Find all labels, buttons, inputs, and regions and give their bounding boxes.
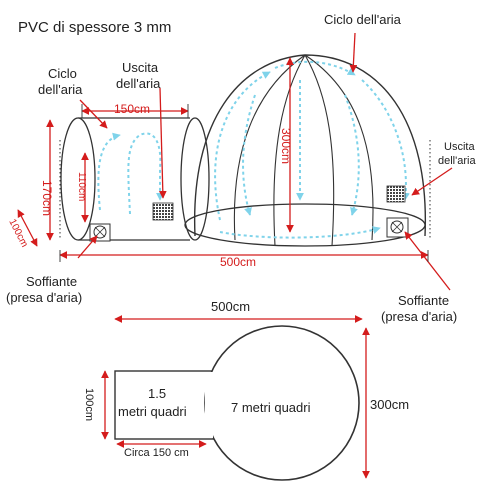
tunnel-height-label: 170cm bbox=[40, 180, 54, 216]
tunnel-side-label: 100cm bbox=[83, 388, 95, 421]
tunnel-floor bbox=[114, 370, 216, 440]
dome-rib-1 bbox=[273, 54, 306, 247]
dome-rib-2 bbox=[304, 54, 335, 247]
air-outlet-left-label-2: dell'aria bbox=[116, 76, 161, 91]
dome-base bbox=[184, 203, 426, 247]
tunnel-depth-label: 100cm bbox=[6, 217, 29, 249]
floor-plan: 500cm 1.5 metri quadri 7 metri quadri 10… bbox=[83, 299, 409, 481]
title: PVC di spessore 3 mm bbox=[18, 19, 171, 36]
tunnel-inner-height-label: 110cm bbox=[76, 172, 87, 201]
dimensions-top bbox=[17, 32, 453, 291]
air-outlet-left-label-1: Uscita bbox=[122, 60, 159, 75]
dome-3d-view: Ciclo dell'aria Ciclo dell'aria Uscita d… bbox=[6, 12, 476, 324]
blower-left bbox=[89, 223, 111, 242]
blower-right bbox=[386, 217, 409, 238]
air-outlet-left bbox=[152, 202, 174, 221]
tunnel-length-label: Circa 150 cm bbox=[124, 447, 189, 459]
airflow-paths bbox=[97, 60, 410, 239]
air-cycle-left-label-1: Ciclo bbox=[48, 66, 77, 81]
air-outlet-right-label-2: dell'aria bbox=[438, 155, 476, 167]
plan-total-width-label: 500cm bbox=[211, 299, 250, 314]
dome-rib-4 bbox=[304, 54, 374, 241]
dome-rib-3 bbox=[233, 54, 306, 241]
blower-right-label-1: Soffiante bbox=[398, 293, 449, 308]
air-cycle-left-label-2: dell'aria bbox=[38, 82, 83, 97]
tunnel-width-label: 150cm bbox=[114, 102, 150, 116]
total-width-label: 500cm bbox=[220, 255, 256, 269]
dome-area-label: 7 metri quadri bbox=[231, 400, 311, 415]
blower-left-label-1: Soffiante bbox=[26, 274, 77, 289]
air-outlet-right bbox=[386, 185, 406, 203]
tunnel-joint bbox=[180, 117, 210, 241]
tunnel-area-label-2: metri quadri bbox=[118, 404, 187, 419]
dome-diameter-label: 300cm bbox=[370, 397, 409, 412]
blower-left-label-2: (presa d'aria) bbox=[6, 290, 82, 305]
blower-right-label-2: (presa d'aria) bbox=[381, 309, 457, 324]
air-cycle-right-label: Ciclo dell'aria bbox=[324, 12, 402, 27]
dome-height-label: 300cm bbox=[279, 128, 293, 164]
tunnel-area-label-1: 1.5 bbox=[148, 386, 166, 401]
air-outlet-right-label-1: Uscita bbox=[444, 141, 475, 153]
